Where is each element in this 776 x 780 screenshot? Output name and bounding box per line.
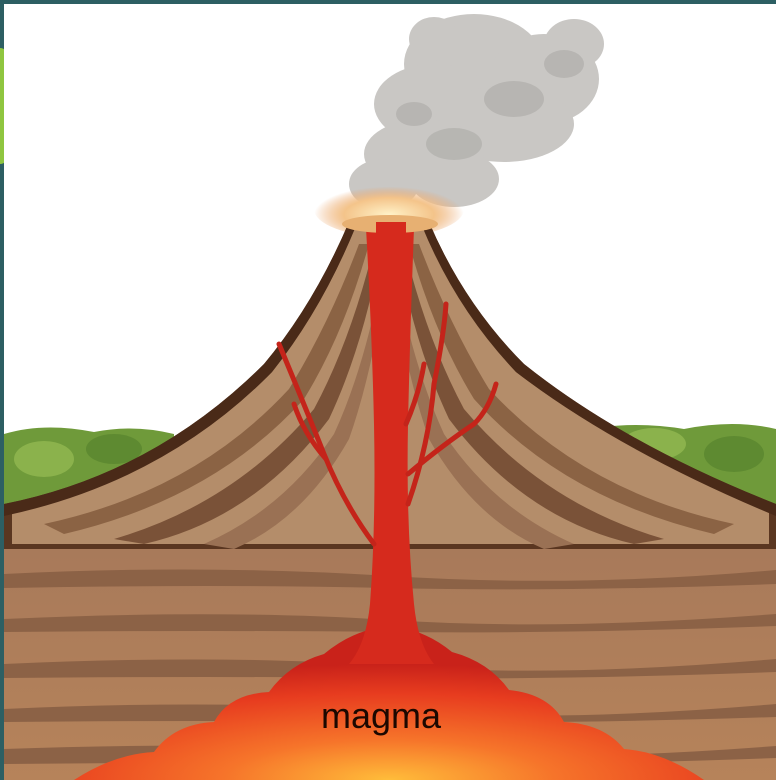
volcano-diagram [4, 4, 776, 780]
magma-label: magma [321, 698, 441, 734]
crater-lava [376, 222, 406, 242]
